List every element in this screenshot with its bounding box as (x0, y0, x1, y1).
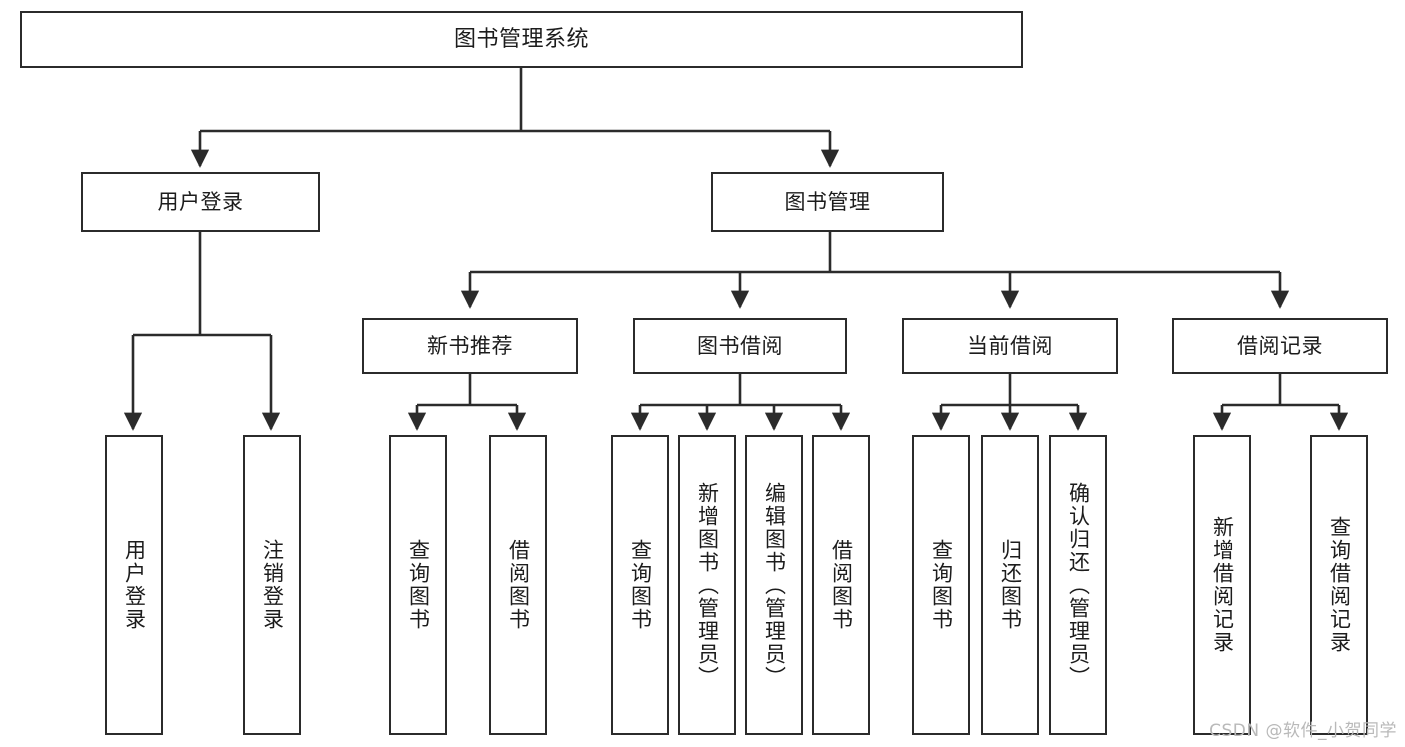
leaf-label: 查询图书 (628, 539, 653, 631)
leaf-newbook-query-book[interactable]: 查询图书 (389, 435, 447, 735)
node-label: 图书管理系统 (453, 26, 589, 52)
leaf-label: 用户登录 (122, 539, 147, 631)
leaf-current-return-book[interactable]: 归还图书 (981, 435, 1039, 735)
leaf-label: 借阅图书 (506, 539, 531, 631)
node-label: 用户登录 (157, 189, 244, 214)
node-label: 图书借阅 (697, 333, 783, 358)
leaf-borrow-edit-book-admin[interactable]: 编辑图书（管理员） (745, 435, 803, 735)
node-root-system[interactable]: 图书管理系统 (20, 11, 1023, 68)
leaf-record-query-record[interactable]: 查询借阅记录 (1310, 435, 1368, 735)
node-new-book-recommend[interactable]: 新书推荐 (362, 318, 578, 374)
leaf-label: 新增图书（管理员） (695, 481, 720, 689)
leaf-record-add-record[interactable]: 新增借阅记录 (1193, 435, 1251, 735)
node-user-login[interactable]: 用户登录 (81, 172, 320, 232)
leaf-user-login-signout[interactable]: 注销登录 (243, 435, 301, 735)
leaf-borrow-add-book-admin[interactable]: 新增图书（管理员） (678, 435, 736, 735)
leaf-newbook-borrow-book[interactable]: 借阅图书 (489, 435, 547, 735)
leaf-label: 归还图书 (998, 539, 1023, 631)
leaf-user-login-signin[interactable]: 用户登录 (105, 435, 163, 735)
leaf-borrow-borrow-book[interactable]: 借阅图书 (812, 435, 870, 735)
leaf-label: 注销登录 (260, 539, 285, 631)
leaf-current-confirm-return-admin[interactable]: 确认归还（管理员） (1049, 435, 1107, 735)
node-book-borrow[interactable]: 图书借阅 (633, 318, 847, 374)
node-label: 当前借阅 (967, 333, 1053, 358)
node-book-management[interactable]: 图书管理 (711, 172, 944, 232)
node-current-borrow[interactable]: 当前借阅 (902, 318, 1118, 374)
leaf-label: 新增借阅记录 (1210, 516, 1235, 654)
node-borrow-record[interactable]: 借阅记录 (1172, 318, 1388, 374)
leaf-label: 查询图书 (406, 539, 431, 631)
csdn-watermark: CSDN @软件_小贺同学 (1209, 721, 1397, 741)
node-label: 新书推荐 (427, 333, 513, 358)
leaf-label: 借阅图书 (829, 539, 854, 631)
node-label: 图书管理 (784, 189, 871, 214)
node-label: 借阅记录 (1237, 333, 1323, 358)
leaf-current-query-book[interactable]: 查询图书 (912, 435, 970, 735)
leaf-borrow-query-book[interactable]: 查询图书 (611, 435, 669, 735)
leaf-label: 查询借阅记录 (1327, 516, 1352, 654)
leaf-label: 编辑图书（管理员） (762, 481, 787, 689)
leaf-label: 确认归还（管理员） (1066, 481, 1091, 689)
leaf-label: 查询图书 (929, 539, 954, 631)
